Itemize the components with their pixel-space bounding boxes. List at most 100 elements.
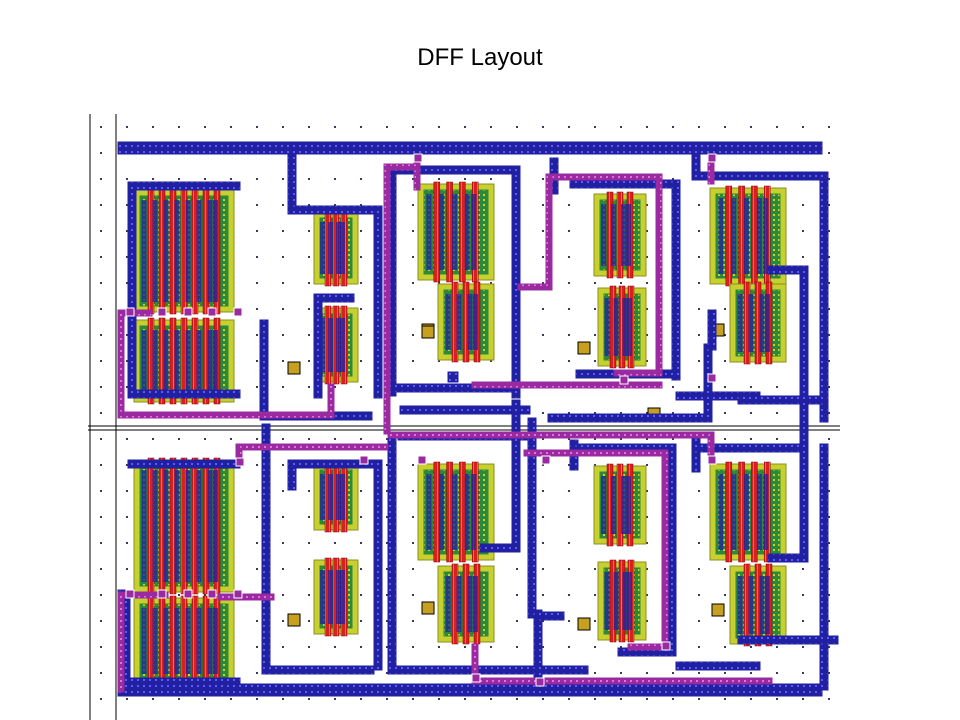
contact-column bbox=[611, 204, 616, 266]
contact-column bbox=[604, 572, 610, 630]
transistor bbox=[593, 191, 647, 279]
pin-pad bbox=[421, 325, 435, 339]
contact-column bbox=[456, 294, 462, 350]
row1-strap-2 bbox=[287, 153, 297, 213]
contact-column bbox=[185, 330, 191, 392]
contact-column bbox=[207, 330, 213, 392]
row2-right-strap bbox=[819, 443, 829, 691]
dff-layout-drawing bbox=[88, 114, 840, 720]
via bbox=[541, 455, 551, 465]
contact-column bbox=[613, 572, 619, 630]
contact-column bbox=[456, 576, 462, 632]
row2-m2-top bbox=[235, 443, 389, 451]
contact-column bbox=[473, 294, 478, 350]
row2-vert-5c bbox=[667, 443, 677, 657]
contact-column bbox=[207, 470, 213, 582]
contact-column bbox=[622, 298, 628, 356]
contact-column bbox=[185, 470, 191, 582]
row1-vert-4b bbox=[511, 165, 521, 399]
transistor bbox=[729, 281, 787, 365]
contact-column bbox=[613, 298, 619, 356]
row1-m2-bot-5 bbox=[613, 369, 663, 377]
via bbox=[661, 641, 671, 651]
pin-pad bbox=[287, 613, 301, 627]
pin-pad bbox=[577, 617, 591, 631]
via bbox=[471, 673, 481, 683]
contact-column bbox=[185, 608, 191, 674]
row2-bot-4 bbox=[387, 665, 589, 675]
row1-vert-3 bbox=[373, 205, 383, 399]
row2-m2-vert-5 bbox=[661, 449, 669, 651]
contact-column bbox=[426, 474, 432, 550]
metal2-routing bbox=[117, 153, 773, 693]
poly-finger bbox=[459, 461, 466, 563]
contact-column bbox=[452, 194, 457, 270]
row2-wire-4 bbox=[479, 543, 521, 553]
poly-finger bbox=[446, 461, 453, 563]
contact-column bbox=[196, 470, 202, 582]
contact-column bbox=[765, 576, 770, 634]
row2-strap-2 bbox=[287, 459, 297, 491]
contact-column bbox=[601, 204, 606, 266]
dff-cells bbox=[133, 181, 787, 687]
contact-column bbox=[744, 198, 749, 274]
contact-column bbox=[328, 474, 333, 520]
contact-column bbox=[336, 570, 341, 624]
row1-vert-7 bbox=[259, 319, 269, 421]
contact-column bbox=[718, 474, 724, 550]
contact-column bbox=[748, 576, 754, 634]
contact-column bbox=[163, 608, 169, 674]
metal1-routing bbox=[117, 141, 839, 697]
contact-column bbox=[207, 200, 213, 302]
contact-column bbox=[174, 608, 180, 674]
row1-vert-8 bbox=[703, 343, 713, 423]
poly-finger bbox=[738, 461, 745, 563]
row2-vert-3 bbox=[373, 459, 383, 671]
poly-finger bbox=[433, 181, 441, 283]
transistor bbox=[417, 181, 495, 283]
contact-column bbox=[426, 194, 432, 270]
contact-column bbox=[336, 222, 341, 274]
contact-column bbox=[756, 198, 762, 274]
via bbox=[125, 307, 135, 317]
contact-column bbox=[328, 318, 333, 372]
contact-column bbox=[763, 198, 769, 274]
contact-column bbox=[141, 608, 147, 674]
row2-vert-1 bbox=[261, 423, 271, 675]
contact-column bbox=[763, 474, 769, 550]
row2-m2-wire bbox=[217, 593, 275, 601]
row1-wire-2 bbox=[287, 205, 381, 215]
contact-column bbox=[737, 294, 743, 352]
row1-m2-up bbox=[327, 383, 335, 419]
row1-m2-bottom bbox=[117, 411, 329, 419]
row2-bot-6 bbox=[675, 661, 761, 671]
contact-column bbox=[604, 298, 610, 356]
row2-m2-top-5 bbox=[523, 449, 669, 457]
contact-column bbox=[163, 470, 169, 582]
row1-left-strap bbox=[127, 181, 137, 399]
contact-column bbox=[196, 330, 202, 392]
contact-column bbox=[744, 474, 749, 550]
contact-column bbox=[756, 474, 762, 550]
contact-column bbox=[141, 200, 147, 302]
contact-column bbox=[439, 194, 445, 270]
row2-wire-6 bbox=[767, 553, 809, 563]
contact-column bbox=[464, 474, 470, 550]
transistor bbox=[313, 557, 359, 637]
row2-bot-1 bbox=[261, 665, 375, 675]
row1-right-strap bbox=[819, 171, 829, 423]
contact-column bbox=[196, 608, 202, 674]
row2-vert-4b bbox=[511, 399, 521, 551]
row1-bus-b bbox=[399, 405, 531, 415]
row1-top-5 bbox=[569, 179, 681, 189]
contact-column bbox=[621, 476, 626, 534]
contact-column bbox=[320, 474, 325, 520]
contact-column bbox=[445, 576, 451, 632]
contact-column bbox=[467, 576, 473, 632]
row2-bot-7 bbox=[737, 635, 839, 645]
row2-m2-left bbox=[117, 591, 125, 693]
contact-column bbox=[626, 204, 631, 266]
contact-column bbox=[471, 474, 477, 550]
contact-column bbox=[748, 294, 754, 352]
transistor bbox=[133, 595, 235, 687]
